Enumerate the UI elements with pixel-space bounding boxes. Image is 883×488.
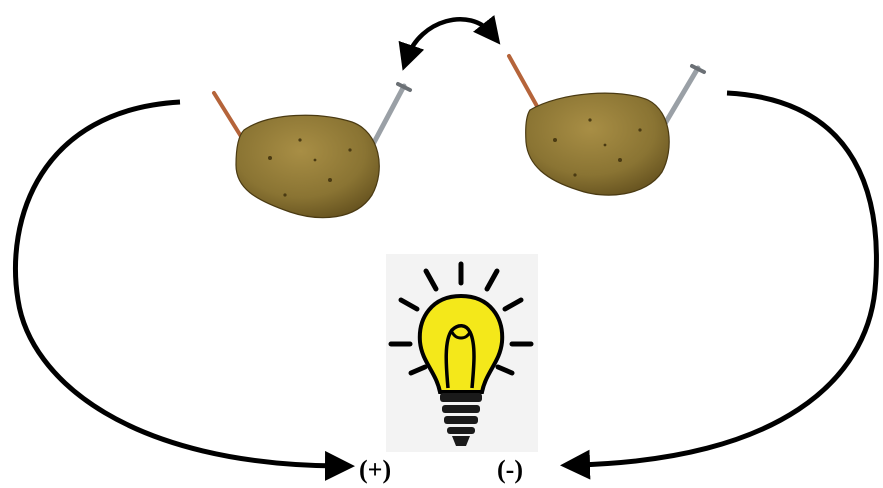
- light-bulb-icon: [386, 254, 538, 452]
- copper-electrode-right: [507, 54, 540, 110]
- zinc-nail-left: [367, 83, 407, 153]
- negative-terminal-label: (-): [497, 455, 523, 484]
- copper-electrode-left: [212, 91, 244, 140]
- wire-right: [560, 90, 879, 480]
- positive-terminal-label: (+): [359, 455, 392, 484]
- bulb-base: [440, 393, 482, 446]
- potato-left: [212, 82, 412, 219]
- wire-left: [13, 99, 355, 481]
- potato-right: [507, 54, 706, 196]
- swap-arrow: [398, 15, 501, 71]
- light-rays: [388, 261, 534, 376]
